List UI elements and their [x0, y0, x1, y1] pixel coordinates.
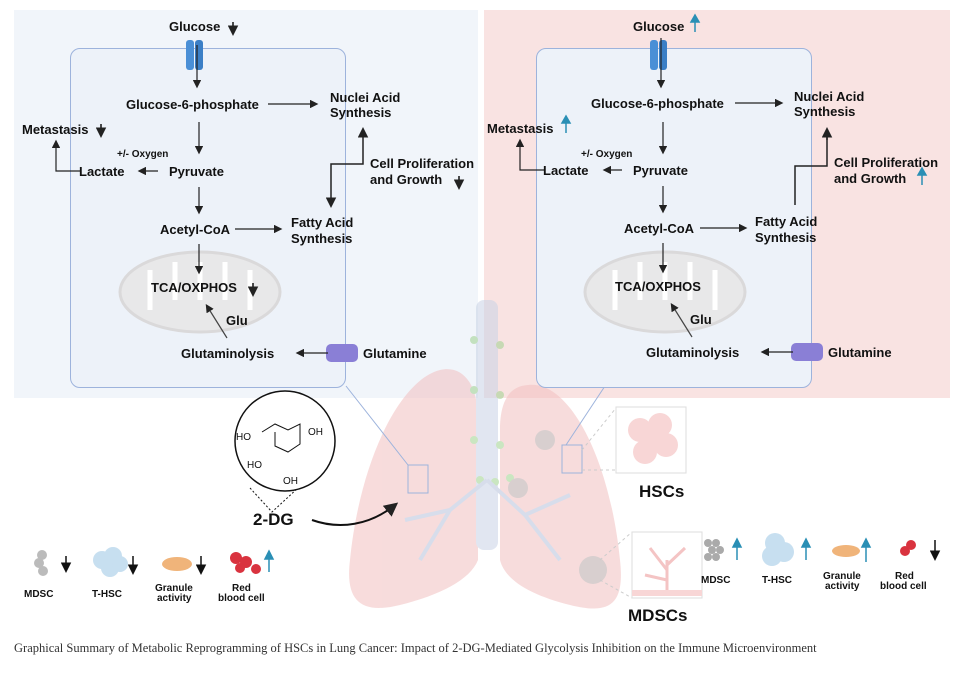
legend-left-granule-1: Granule: [155, 583, 193, 594]
drug-label: 2-DG: [253, 510, 294, 529]
left-proliferation-line1: Cell Proliferation: [370, 156, 475, 171]
2dg-arrow: [311, 502, 399, 526]
glutamine-transporter-icon: [326, 344, 358, 362]
zoom-box-left: [407, 464, 429, 494]
left-glutamine-label: Glutamine: [363, 346, 427, 361]
right-fatty-line1: Fatty Acid: [755, 214, 818, 229]
pathway-left: [51, 22, 465, 362]
legend-left-rbc-1: Red: [232, 583, 251, 594]
left-glutaminolysis-label: Glutaminolysis: [181, 346, 275, 361]
thsc-icon-left: [93, 547, 128, 577]
legend-right-rbc-2: blood cell: [880, 581, 927, 592]
right-nucleic-line1: Nuclei Acid: [794, 89, 865, 104]
left-nucleic-line2: Synthesis: [330, 105, 392, 120]
granule-icon-left: [162, 557, 192, 571]
mol-oh-1: OH: [308, 427, 323, 438]
left-metastasis-label: Metastasis: [22, 122, 89, 137]
hscs-label: HSCs: [639, 482, 685, 501]
right-glu-label: Glu: [690, 312, 712, 327]
mol-oh-2: OH: [283, 476, 298, 487]
left-nucleic-line1: Nuclei Acid: [330, 90, 401, 105]
left-g6p-label: Glucose-6-phosphate: [126, 97, 259, 112]
mdsc-icon-left: [34, 550, 48, 576]
mol-ho-1: HO: [236, 432, 251, 443]
right-metastasis-label: Metastasis: [487, 121, 554, 136]
tumor-upper: [535, 430, 555, 450]
legend-right-granule-1: Granule: [823, 571, 861, 582]
right-acetyl-label: Acetyl-CoA: [624, 221, 695, 236]
glucose-transporter-icon: [186, 40, 194, 70]
right-proliferation-line1: Cell Proliferation: [834, 155, 939, 170]
rbc-icon-right: [900, 540, 916, 556]
legend-right-mdsc: MDSC: [701, 575, 731, 586]
left-pyruvate-label: Pyruvate: [169, 164, 224, 179]
right-g6p-label: Glucose-6-phosphate: [591, 96, 724, 111]
right-tca-label: TCA/OXPHOS: [615, 279, 701, 294]
right-pyruvate-label: Pyruvate: [633, 163, 688, 178]
tumor-mid: [508, 478, 528, 498]
legend-left-thsc: T-HSC: [92, 589, 122, 600]
left-lung: [349, 369, 478, 608]
right-glutamine-label: Glutamine: [828, 345, 892, 360]
zoom-box-right: [561, 444, 583, 474]
mdscs-label: MDSCs: [628, 606, 688, 625]
left-acetyl-label: Acetyl-CoA: [160, 222, 231, 237]
right-lactate-label: Lactate: [543, 163, 589, 178]
left-glu-label: Glu: [226, 313, 248, 328]
right-fatty-line2: Synthesis: [755, 230, 817, 245]
left-fatty-line2: Synthesis: [291, 231, 353, 246]
legend-right-thsc: T-HSC: [762, 575, 792, 586]
tumor-lower: [579, 556, 607, 584]
left-lactate-label: Lactate: [79, 164, 125, 179]
right-lung: [500, 384, 621, 609]
left-glucose-label: Glucose: [169, 19, 221, 34]
pathway-right: [515, 13, 928, 361]
legend-left-mdsc: MDSC: [24, 589, 54, 600]
right-glutaminolysis-label: Glutaminolysis: [646, 345, 740, 360]
rbc-icon-left: [230, 552, 261, 574]
left-proliferation-line2: and Growth: [370, 172, 443, 187]
right-oxygen-label: +/- Oxygen: [581, 149, 633, 160]
legend-left-granule-2: activity: [157, 593, 192, 604]
legend-left-rbc-2: blood cell: [218, 593, 265, 604]
mdsc-icon-right: [704, 539, 724, 561]
right-glucose-label: Glucose: [633, 19, 685, 34]
right-proliferation-line2: and Growth: [834, 171, 907, 186]
legend-right-rbc-1: Red: [895, 571, 914, 582]
right-nucleic-line2: Synthesis: [794, 104, 856, 119]
thsc-icon-right: [762, 533, 794, 566]
granule-icon-right: [832, 545, 860, 557]
left-oxygen-label: +/- Oxygen: [117, 149, 169, 160]
left-fatty-line1: Fatty Acid: [291, 215, 354, 230]
legend-right-granule-2: activity: [825, 581, 860, 592]
left-tca-label: TCA/OXPHOS: [151, 280, 237, 295]
mol-ho-2: HO: [247, 460, 262, 471]
figure-caption: Graphical Summary of Metabolic Reprogram…: [14, 641, 817, 655]
2dg-molecule-circle: [234, 390, 336, 492]
